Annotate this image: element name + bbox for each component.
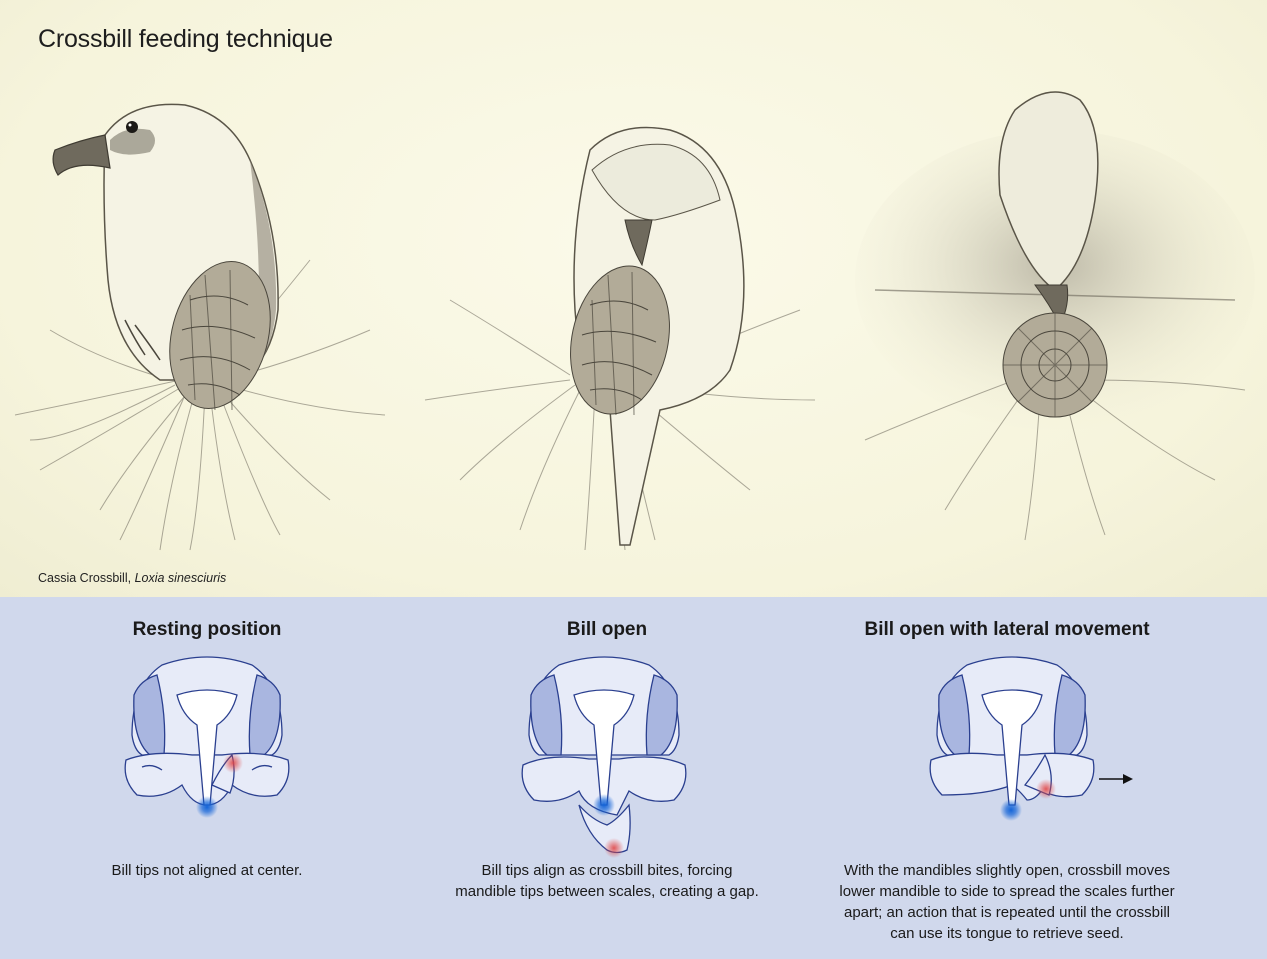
bird-lateral-movement-illustration bbox=[855, 91, 1255, 541]
lower-bill-tip-marker bbox=[223, 753, 243, 773]
stage-caption: Bill tips align as crossbill bites, forc… bbox=[407, 860, 807, 902]
stage-heading: Resting position bbox=[132, 619, 282, 640]
lateral-arrow-icon bbox=[1099, 774, 1133, 784]
stage-caption: With the mandibles slightly open, crossb… bbox=[807, 860, 1207, 944]
pine-cone bbox=[1002, 312, 1108, 418]
diagram-panel: Resting position bbox=[0, 597, 1267, 959]
species-common-name: Cassia Crossbill, bbox=[38, 571, 132, 585]
upper-bill-tip-marker bbox=[593, 794, 615, 816]
stage-heading: Bill open with lateral movement bbox=[864, 619, 1150, 640]
skull-diagram-bill-open bbox=[521, 656, 687, 858]
caption-line: mandible tips between scales, creating a… bbox=[455, 883, 759, 900]
stage-caption: Bill tips not aligned at center. bbox=[111, 862, 303, 879]
caption-line: With the mandibles slightly open, crossb… bbox=[844, 862, 1170, 879]
bird-resting-illustration bbox=[14, 103, 386, 551]
lower-bill-tip-marker bbox=[1036, 779, 1056, 799]
bird-bill-open-illustration bbox=[424, 126, 816, 551]
upper-bill-tip-marker bbox=[1000, 799, 1022, 821]
caption-line: Bill tips align as crossbill bites, forc… bbox=[481, 862, 733, 879]
upper-bill-tip-marker bbox=[196, 796, 218, 818]
skull-diagram-resting bbox=[124, 656, 290, 818]
pine-cone bbox=[169, 260, 271, 411]
illustration-panel: Crossbill feeding technique bbox=[0, 0, 1267, 597]
caption-line: can use its tongue to retrieve seed. bbox=[890, 925, 1124, 942]
caption-line: apart; an action that is repeated until … bbox=[843, 904, 1171, 921]
caption-line: lower mandible to side to spread the sca… bbox=[839, 883, 1175, 900]
skull-diagram-lateral bbox=[929, 656, 1133, 821]
species-credit: Cassia Crossbill, Loxia sinesciuris bbox=[38, 571, 226, 585]
page-title: Crossbill feeding technique bbox=[38, 25, 333, 53]
lower-bill-tip-marker bbox=[604, 838, 624, 858]
species-scientific-name: Loxia sinesciuris bbox=[134, 571, 227, 585]
stage-heading: Bill open bbox=[566, 619, 648, 640]
pine-cone bbox=[570, 265, 670, 416]
